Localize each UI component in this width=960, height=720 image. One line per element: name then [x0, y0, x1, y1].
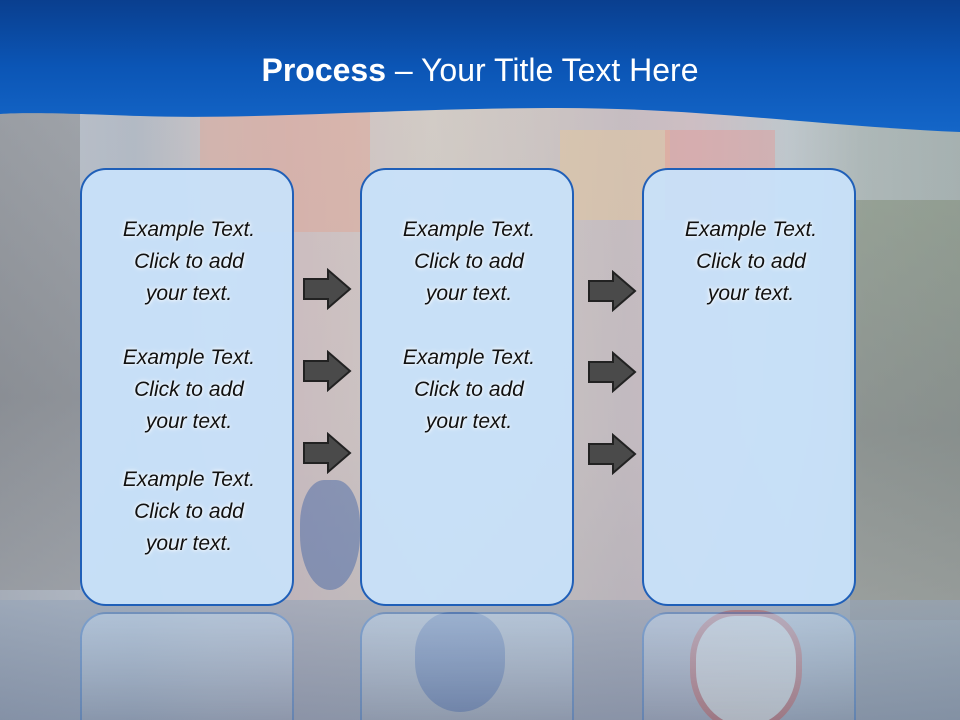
text-line: Click to add: [696, 250, 806, 273]
text-line: Example Text.: [122, 218, 256, 241]
text-line: Example Text.: [402, 346, 536, 369]
text-line: Example Text.: [122, 468, 256, 491]
text-line: Click to add: [134, 500, 244, 523]
text-block[interactable]: Example Text. Click to add your text.: [82, 342, 296, 438]
background-boat: [690, 610, 802, 720]
text-line: your text.: [145, 410, 233, 433]
text-line: Example Text.: [684, 218, 818, 241]
right-arrow-icon[interactable]: [587, 270, 637, 312]
text-line: Click to add: [414, 378, 524, 401]
text-line: your text.: [425, 282, 513, 305]
text-line: Example Text.: [122, 346, 256, 369]
text-line: Click to add: [414, 250, 524, 273]
slide-title[interactable]: Process – Your Title Text Here: [0, 52, 960, 89]
text-block[interactable]: Example Text. Click to add your text.: [82, 214, 296, 310]
process-box-3[interactable]: Example Text. Click to add your text.: [642, 168, 856, 606]
text-block[interactable]: Example Text. Click to add your text.: [82, 464, 296, 560]
text-line: Example Text.: [402, 218, 536, 241]
title-rest: – Your Title Text Here: [386, 52, 699, 88]
text-block[interactable]: Example Text. Click to add your text.: [362, 342, 576, 438]
text-line: your text.: [145, 282, 233, 305]
title-band: [0, 0, 960, 140]
title-bold: Process: [261, 52, 387, 88]
box-reflection: [360, 612, 574, 720]
box-reflection: [80, 612, 294, 720]
box-reflection: [642, 612, 856, 720]
process-box-2[interactable]: Example Text. Click to add your text. Ex…: [360, 168, 574, 606]
background-boat: [415, 612, 505, 712]
background-rock: [850, 200, 960, 620]
text-block[interactable]: Example Text. Click to add your text.: [362, 214, 576, 310]
right-arrow-icon[interactable]: [302, 350, 352, 392]
right-arrow-icon[interactable]: [302, 268, 352, 310]
background-boat: [300, 480, 360, 590]
text-line: your text.: [425, 410, 513, 433]
text-line: Click to add: [134, 250, 244, 273]
text-line: your text.: [707, 282, 795, 305]
text-line: your text.: [145, 532, 233, 555]
background-rock: [0, 110, 80, 590]
right-arrow-icon[interactable]: [587, 433, 637, 475]
right-arrow-icon[interactable]: [587, 351, 637, 393]
right-arrow-icon[interactable]: [302, 432, 352, 474]
process-box-1[interactable]: Example Text. Click to add your text. Ex…: [80, 168, 294, 606]
text-line: Click to add: [134, 378, 244, 401]
text-block[interactable]: Example Text. Click to add your text.: [644, 214, 858, 310]
